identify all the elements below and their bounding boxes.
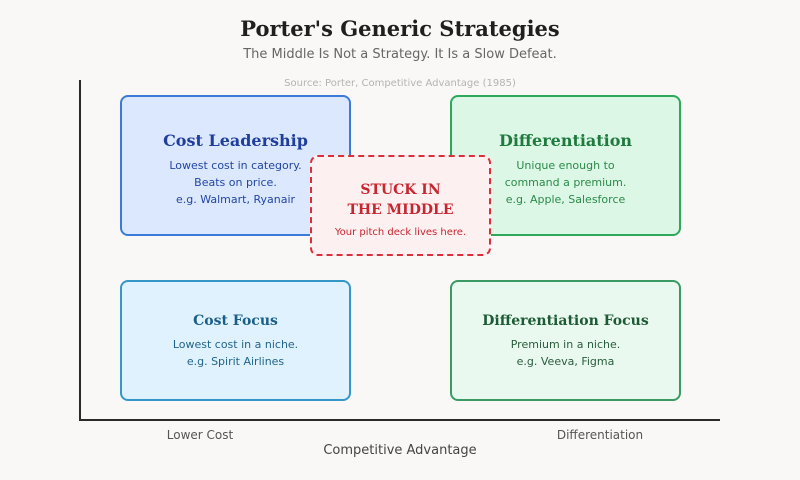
page-subtitle: The Middle Is Not a Strategy. It Is a Sl… [243, 47, 557, 62]
description-line: Unique enough to [516, 159, 615, 172]
x-tick-differentiation: Differentiation [556, 428, 644, 442]
callout-title: STUCK IN THE MIDDLE [312, 180, 489, 220]
quadrant-description: Lowest cost in category. Beats on price.… [122, 157, 349, 208]
quadrant-differentiation-focus: Differentiation Focus Premium in a niche… [450, 280, 681, 401]
description-line: e.g. Veeva, Figma [516, 355, 615, 368]
description-line: Beats on price. [194, 176, 277, 189]
y-axis-line [79, 80, 81, 421]
source-note: Source: Porter, Competitive Advantage (1… [284, 78, 516, 89]
description-line: command a premium. [504, 176, 627, 189]
callout-note: Your pitch deck lives here. [334, 227, 467, 238]
callout-title-line: STUCK IN [360, 182, 441, 198]
x-axis-title: Competitive Advantage [323, 443, 477, 458]
x-tick-lower-cost: Lower Cost [166, 428, 234, 442]
quadrant-description: Unique enough to command a premium. e.g.… [452, 157, 679, 208]
description-line: e.g. Spirit Airlines [186, 355, 285, 368]
quadrant-title: Cost Leadership [163, 131, 308, 150]
x-axis-line [79, 419, 720, 421]
description-line: Lowest cost in a niche. [172, 338, 299, 351]
quadrant-cost-focus: Cost Focus Lowest cost in a niche. e.g. … [120, 280, 351, 401]
description-line: Lowest cost in category. [169, 159, 302, 172]
description-line: e.g. Walmart, Ryanair [175, 193, 296, 206]
quadrant-description: Lowest cost in a niche. e.g. Spirit Airl… [122, 336, 349, 370]
quadrant-title: Differentiation Focus [482, 313, 649, 329]
description-line: e.g. Apple, Salesforce [505, 193, 626, 206]
quadrant-title: Differentiation [498, 131, 633, 150]
callout-title-line: THE MIDDLE [347, 202, 454, 218]
description-line: Premium in a niche. [510, 338, 621, 351]
quadrant-description: Premium in a niche. e.g. Veeva, Figma [452, 336, 679, 370]
stuck-in-the-middle-callout: STUCK IN THE MIDDLE Your pitch deck live… [310, 155, 491, 256]
quadrant-title: Cost Focus [193, 313, 278, 329]
page-title: Porter's Generic Strategies [240, 16, 560, 41]
